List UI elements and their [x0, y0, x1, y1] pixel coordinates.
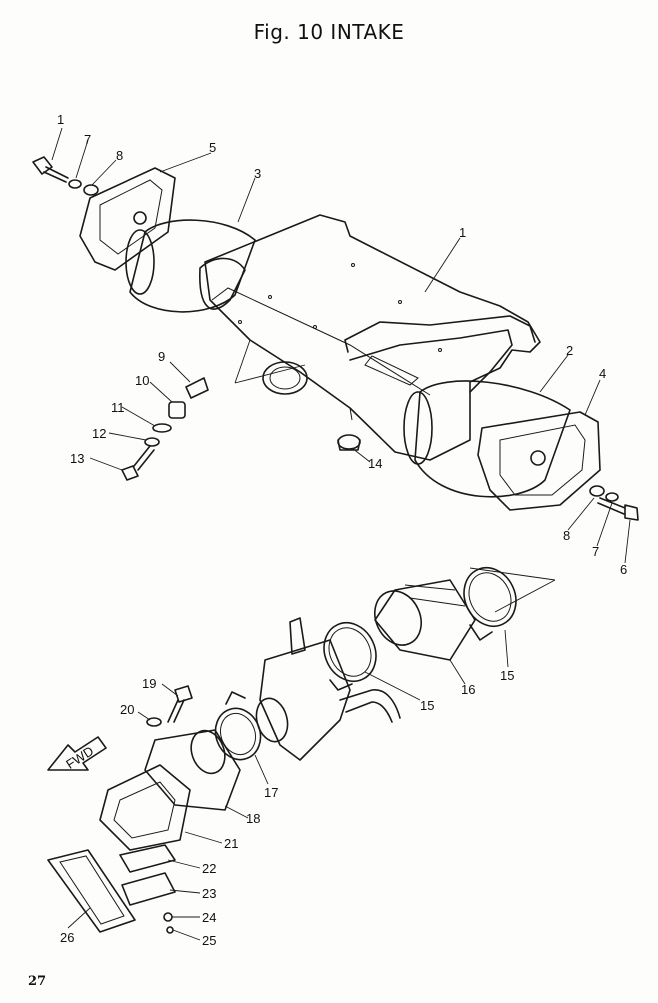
callout-7-right: 7: [592, 544, 599, 559]
air-cleaner-case: [204, 214, 541, 461]
hose-clamp-upper: [463, 567, 517, 641]
reed-valve-assembly: [99, 764, 191, 934]
callout-25: 25: [202, 933, 216, 948]
callout-14: 14: [368, 456, 382, 471]
bolt-19-20: [146, 685, 193, 727]
hose-clamp-lower: [323, 622, 377, 691]
callout-6-left: 1: [57, 112, 64, 127]
callout-1: 1: [459, 225, 466, 240]
callout-23: 23: [202, 886, 216, 901]
callout-2: 2: [566, 343, 573, 358]
callout-3: 3: [254, 166, 261, 181]
callout-13: 13: [70, 451, 84, 466]
reed-valve-gasket: [47, 849, 136, 933]
callout-19: 19: [142, 676, 156, 691]
element-cover-right: [477, 411, 601, 511]
callout-6-right: 6: [620, 562, 627, 577]
callout-9: 9: [158, 349, 165, 364]
callout-17: 17: [264, 785, 278, 800]
leader-lines: [51, 127, 631, 941]
callout-18: 18: [246, 811, 260, 826]
callout-26: 26: [60, 930, 74, 945]
callout-8-left: 8: [116, 148, 123, 163]
air-filter-element-left: [125, 219, 256, 313]
callout-20: 20: [120, 702, 134, 717]
intake-joint: [374, 579, 476, 661]
bolt-right: [589, 485, 639, 521]
callout-4: 4: [599, 366, 606, 381]
callout-10: 10: [135, 373, 149, 388]
callout-15-right: 15: [500, 668, 514, 683]
air-filter-element-right: [403, 380, 571, 498]
callout-11: 11: [111, 400, 125, 415]
small-fastener-stack: [121, 377, 361, 481]
page-number: 27: [28, 974, 47, 989]
bolt-left: [32, 156, 99, 196]
callout-labels: 1 7 8 5 3 1 2 4 8 7 6 9 10 11 12 13 14 1…: [57, 112, 627, 948]
intake-manifold: [144, 729, 241, 811]
callout-8-right: 8: [563, 528, 570, 543]
callout-24: 24: [202, 910, 216, 925]
carburetor: [255, 617, 401, 761]
callout-22: 22: [202, 861, 216, 876]
callout-16: 16: [461, 682, 475, 697]
callout-5: 5: [209, 140, 216, 155]
callout-7-left: 7: [84, 132, 91, 147]
element-cover-left: [79, 167, 176, 271]
figure-title: Fig. 10 INTAKE: [253, 20, 405, 44]
fwd-label: FWD: [63, 743, 96, 772]
callout-21: 21: [224, 836, 238, 851]
callout-12: 12: [92, 426, 106, 441]
forward-direction-arrow: FWD: [47, 736, 107, 772]
callout-15-left: 15: [420, 698, 434, 713]
